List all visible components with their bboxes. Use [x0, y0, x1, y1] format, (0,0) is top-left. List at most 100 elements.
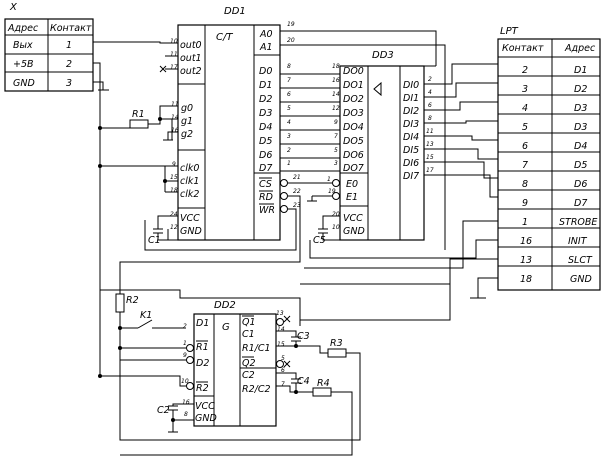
dd1-pin-number: 11 — [170, 51, 178, 58]
chip-dd2-body — [193, 313, 277, 427]
dd1-pin-clk0-label: clk0 — [180, 163, 199, 174]
dd2-pin-number: 9 — [183, 352, 187, 359]
dd3-pin-label: DI4 — [403, 132, 419, 143]
dd1-pin-number: 6 — [287, 91, 291, 98]
dd3-pin-number: 16 — [332, 77, 340, 84]
lpt-cell: 18 — [520, 274, 532, 285]
lpt-cell: 8 — [522, 179, 528, 190]
dd3-pin-number: 9 — [334, 119, 338, 126]
dd2-pin-number: 6 — [281, 367, 285, 374]
capacitor-c2: C2 — [157, 405, 178, 416]
capacitor-c2-label: C2 — [157, 405, 170, 416]
resistor-r1: R1 — [129, 109, 149, 129]
lpt-cell: INIT — [568, 236, 588, 247]
capacitor-c4-label: C4 — [297, 376, 310, 387]
capacitor-c5: C5 — [313, 228, 328, 246]
dd3-pin-number: 12 — [332, 105, 340, 112]
connector-x-frame — [4, 18, 94, 92]
lpt-cell: 5 — [522, 122, 528, 133]
dd2-pin-label: VCC — [195, 401, 215, 412]
dd1-pin-d7-label: D7 — [259, 163, 272, 174]
chip-dd3: DD3 DO0 DO1 DO2 DO3 DO4 DO5 DO6 DO7 E0 E… — [327, 50, 434, 241]
dd3-pin-number: 7 — [334, 133, 338, 140]
dd1-pin-number: 10 — [170, 38, 178, 45]
dd1-pin-d5-label: D5 — [259, 136, 272, 147]
chip-dd2: DD2 G D1 R1 D2 R2 VCC GND 2 1 9 10 16 8 … — [181, 300, 291, 427]
lpt-cell: 7 — [522, 160, 528, 171]
connector-lpt-title: LPT — [500, 26, 519, 37]
dd3-pin-label: DO6 — [343, 150, 364, 161]
dd3-pin-number: 5 — [334, 147, 338, 154]
lpt-header-address: Адрес — [564, 43, 596, 54]
dd1-pin-number: 16 — [171, 127, 179, 134]
chip-dd1-name: DD1 — [224, 6, 246, 17]
dd3-pin-label: DI6 — [403, 158, 419, 169]
capacitor-c5-label: C5 — [313, 235, 326, 246]
dd2-pin-number: 16 — [182, 399, 190, 406]
connector-lpt-frame — [497, 38, 601, 291]
resistor-r1-label: R1 — [132, 109, 145, 120]
resistor-r4-label: R4 — [317, 378, 330, 389]
dd1-pin-d0-label: D0 — [259, 66, 272, 77]
lpt-cell: 4 — [522, 103, 528, 114]
dd3-pin-label: E0 — [346, 179, 358, 190]
dd1-pin-d1-label: D1 — [259, 80, 272, 91]
dd2-pin-label: GND — [195, 413, 217, 424]
dd3-pin-number: 4 — [428, 89, 432, 96]
dd1-pin-number: 17 — [170, 64, 178, 71]
connector-x-cell: 3 — [66, 78, 72, 89]
capacitor-c3: C3 — [291, 331, 310, 342]
resistor-r2: R2 — [115, 293, 139, 313]
wiring — [93, 30, 498, 456]
chip-dd2-name: DD2 — [214, 300, 236, 311]
connector-lpt: LPT Контакт Адрес 2 D1 3 D2 4 D3 5 D3 6 … — [470, 26, 601, 299]
dd1-pin-number: 18 — [170, 187, 178, 194]
dd1-pin-vcc-label: VCC — [180, 213, 200, 224]
dd1-pin-g2-label: g2 — [181, 129, 193, 140]
dd1-pin-a0-label: A0 — [259, 29, 273, 40]
dd2-mid-label: Q2 — [242, 358, 256, 369]
lpt-cell: 6 — [522, 141, 528, 152]
dd1-pin-number: 14 — [171, 114, 179, 121]
connector-x-cell: +5В — [13, 59, 34, 70]
dd2-pin-number: 1 — [183, 340, 187, 347]
dd3-pin-label: DI7 — [403, 171, 419, 182]
lpt-cell: D4 — [574, 141, 587, 152]
lpt-cell: 1 — [522, 217, 528, 228]
dd3-pin-label: E1 — [346, 192, 358, 203]
dd2-pin-number: 14 — [277, 326, 285, 333]
lpt-cell: 16 — [520, 236, 532, 247]
dd2-pin-label: R2 — [196, 383, 209, 394]
capacitor-c1: C1 — [148, 228, 163, 246]
lpt-cell: D5 — [574, 160, 587, 171]
dd3-pin-label: DI0 — [403, 80, 419, 91]
dd2-mid-label: R1/C1 — [242, 343, 271, 354]
dd2-pin-number: 10 — [181, 378, 189, 385]
chip-dd2-function: G — [222, 322, 230, 333]
dd1-pin-number: 24 — [170, 211, 178, 218]
dd1-pin-d6-label: D6 — [259, 150, 272, 161]
dd3-pin-label: DO5 — [343, 136, 364, 147]
dd1-pin-number: 8 — [287, 63, 291, 70]
dd1-pin-d3-label: D3 — [259, 108, 272, 119]
dd3-pin-number: 19 — [328, 188, 336, 195]
connector-x-cell: GND — [13, 78, 35, 89]
lpt-cell: D3 — [574, 103, 587, 114]
dd2-mid-label: C2 — [242, 370, 255, 381]
resistor-r2-label: R2 — [126, 295, 139, 306]
connector-x-cell: 1 — [66, 40, 72, 51]
dd1-pin-number: 22 — [293, 188, 301, 195]
chip-dd1-function: C/T — [216, 32, 233, 43]
dd1-pin-number: 3 — [287, 133, 291, 140]
dd2-pin-number: 5 — [281, 355, 285, 362]
connector-x-header-contact: Контакт — [50, 23, 92, 34]
dd1-pin-number: 2 — [287, 147, 291, 154]
dd1-pin-gnd-label: GND — [180, 226, 202, 237]
dd1-pin-cs-label: CS — [259, 179, 272, 190]
dd1-pin-out2-label: out2 — [180, 66, 202, 77]
dd2-pin-number: 2 — [183, 323, 187, 330]
dd2-pin-number: 13 — [276, 310, 284, 317]
dd3-pin-label: DI2 — [403, 106, 419, 117]
connector-x-cell: Вых — [13, 40, 33, 51]
